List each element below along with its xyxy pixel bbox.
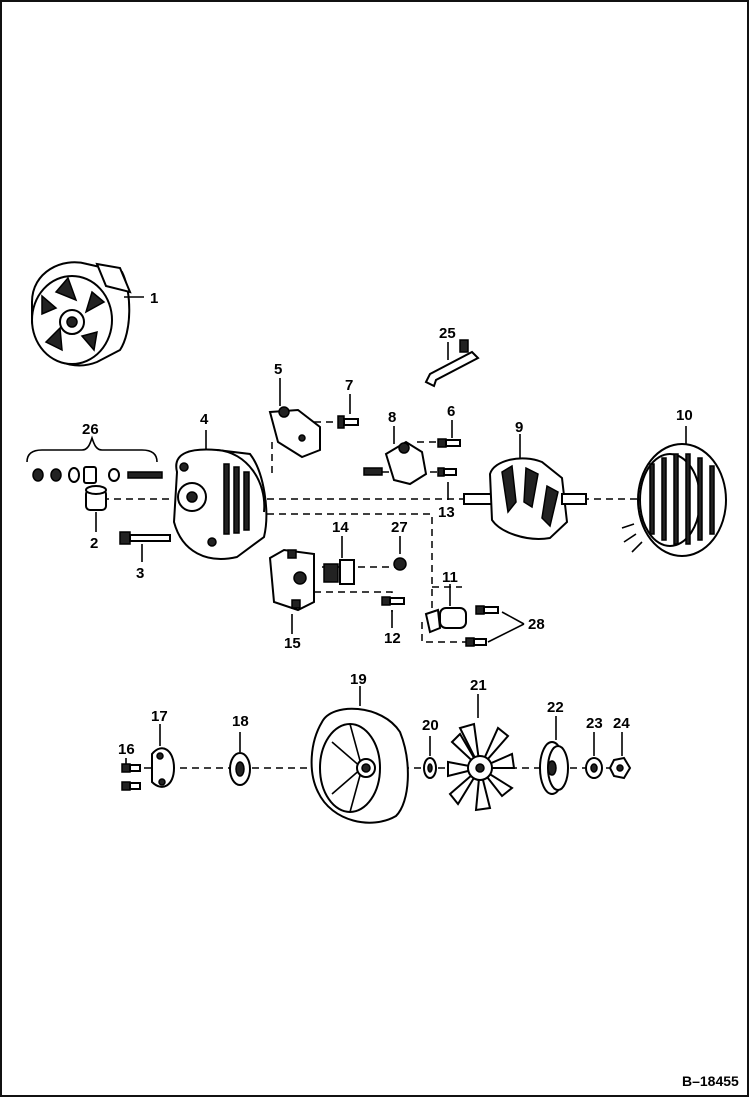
callout-17: 17 — [151, 708, 168, 725]
callout-23: 23 — [586, 715, 603, 732]
callout-14: 14 — [332, 519, 349, 536]
part-10-stator — [621, 426, 727, 557]
part-26-hardware-stack — [26, 435, 163, 484]
part-20-spacer — [423, 736, 437, 779]
callout-18: 18 — [232, 713, 249, 730]
part-8-brush-holder — [363, 426, 428, 486]
callout-24: 24 — [613, 715, 630, 732]
callout-8: 8 — [388, 409, 396, 426]
callout-28: 28 — [528, 616, 545, 633]
part-9-rotor — [463, 434, 587, 540]
part-17-retainer-plate — [151, 724, 176, 788]
part-22-pulley — [539, 716, 569, 795]
callout-10: 10 — [676, 407, 693, 424]
part-1-alternator-assembly — [31, 261, 144, 367]
callout-21: 21 — [470, 677, 487, 694]
part-15-regulator — [268, 548, 315, 634]
callout-3: 3 — [136, 565, 144, 582]
callout-5: 5 — [274, 361, 282, 378]
callout-1: 1 — [150, 290, 158, 307]
callout-6: 6 — [447, 403, 455, 420]
callout-22: 22 — [547, 699, 564, 716]
callout-16: 16 — [118, 741, 135, 758]
part-12-screw — [381, 596, 405, 628]
callout-7: 7 — [345, 377, 353, 394]
part-3-bolt — [119, 531, 171, 562]
part-7-screw — [337, 394, 359, 429]
part-14-rectifier — [323, 536, 355, 585]
part-13-screw — [437, 467, 457, 500]
callout-13: 13 — [438, 504, 455, 521]
part-18-bearing — [229, 732, 251, 786]
part-4-end-frame — [172, 430, 268, 560]
callout-27: 27 — [391, 519, 408, 536]
part-27-nut — [393, 536, 407, 571]
callout-15: 15 — [284, 635, 301, 652]
part-23-washer — [585, 732, 603, 779]
callout-26: 26 — [82, 421, 99, 438]
part-19-drive-end-frame — [310, 686, 409, 824]
part-16-screws — [121, 758, 141, 791]
callout-labels: 1 2 3 4 5 6 7 8 9 10 11 12 13 14 15 16 1… — [82, 290, 693, 758]
callout-12: 12 — [384, 630, 401, 647]
callout-20: 20 — [422, 717, 439, 734]
callout-4: 4 — [200, 411, 209, 428]
callout-2: 2 — [90, 535, 98, 552]
part-6-screw — [437, 420, 461, 448]
part-11-capacitor — [424, 584, 467, 634]
callout-25: 25 — [439, 325, 456, 342]
part-21-fan — [447, 694, 516, 812]
callout-9: 9 — [515, 419, 523, 436]
part-2-bushing — [85, 485, 107, 532]
part-28-screws — [465, 605, 525, 647]
callout-11: 11 — [442, 569, 458, 586]
part-25-strap — [424, 339, 480, 388]
callout-19: 19 — [350, 671, 367, 688]
figure-code: B–18455 — [682, 1073, 739, 1089]
part-5-terminal-bracket — [268, 378, 321, 459]
part-24-nut — [608, 732, 632, 780]
